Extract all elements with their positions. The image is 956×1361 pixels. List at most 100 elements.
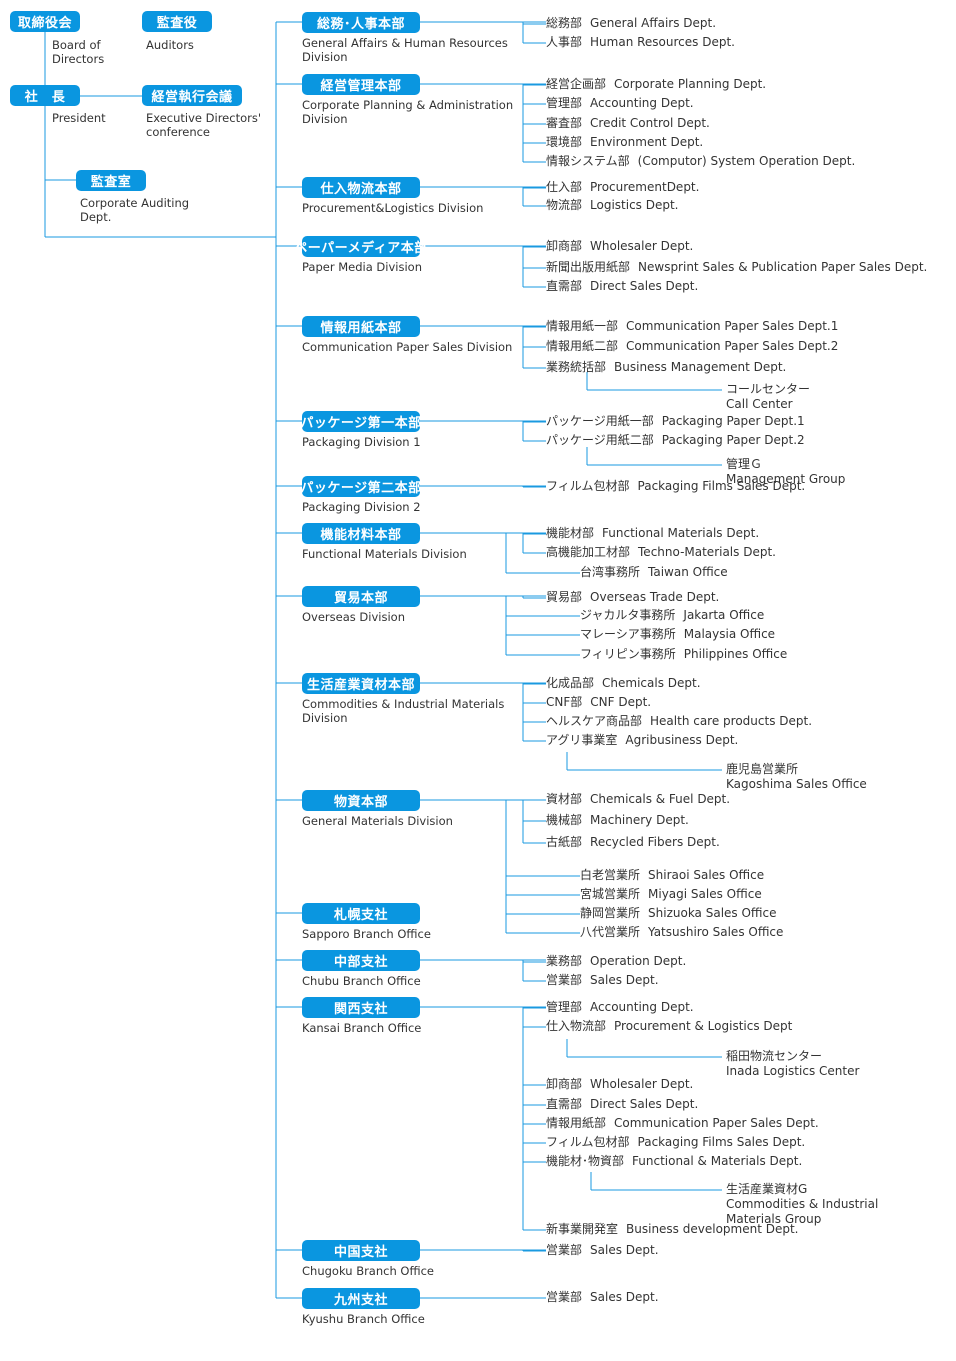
division-kansai-branch-office-label: Kansai Branch Office [302,1021,422,1035]
division-packaging-division-2-label: Packaging Division 2 [302,500,421,514]
dept-en-label: (Computor) System Operation Dept. [637,154,856,168]
division-commodities-industrial-materials-division-label: Commodities & Industrial Materials Divis… [302,697,505,725]
sub-jp-label: 生活産業資材G [726,1182,808,1196]
dept-jp-label: 機械部 [546,813,583,827]
dept-jp-label: パッケージ用紙二部 [546,433,654,447]
dept-en-label: Philippines Office [683,647,788,661]
dept-jp-label: 白老営業所 [580,868,641,882]
dept-en-label: Corporate Planning Dept. [614,77,767,91]
sub-jp-label: コールセンター [726,382,811,396]
dept-jp-label: 情報用紙一部 [546,319,619,333]
auditors-box: 監査役 [142,11,212,32]
dept-jp-label: 情報システム部 [546,154,630,168]
dept-jp-label: ジャカルタ事務所 [580,608,676,622]
division-general-materials-division-label: General Materials Division [302,814,453,828]
division-overseas-division-box: 貿易本部 [302,586,420,607]
office-philippines-office: フィリピン事務所 Philippines Office [580,647,787,662]
division-corporate-planning-administration-division-box: 経営管理本部 [302,74,420,95]
dept-jp-label: フィリピン事務所 [580,647,676,661]
dept-en-label: Communication Paper Sales Dept.2 [626,339,839,353]
dept-en-label: Yatsushiro Sales Office [648,925,784,939]
dept-jp-label: ヘルスケア商品部 [546,714,643,728]
dept-jp-label: 直需部 [546,1097,583,1111]
dept-en-label: Business development Dept. [626,1222,799,1236]
dept-computor-system-operation-dept: 情報システム部 (Computor) System Operation Dept. [546,154,855,169]
dept-jp-label: 営業部 [546,1290,583,1304]
dept-jp-label: 卸商部 [546,239,583,253]
dept-jp-label: 台湾事務所 [580,565,641,579]
dept-en-label: Business Management Dept. [614,360,787,374]
dept-en-label: Wholesaler Dept. [590,239,694,253]
dept-en-label: Recycled Fibers Dept. [590,835,720,849]
dept-jp-label: 機能材部 [546,526,595,540]
dept-en-label: Direct Sales Dept. [590,279,699,293]
president-label: President [52,111,106,125]
dept-en-label: Chemicals & Fuel Dept. [590,792,731,806]
dept-en-label: Logistics Dept. [590,198,679,212]
dept-jp-label: 貿易部 [546,590,583,604]
division-kyushu-branch-office-label: Kyushu Branch Office [302,1312,425,1326]
dept-jp-label: 管理部 [546,96,583,110]
division-commodities-industrial-materials-division-box: 生活産業資材本部 [302,673,420,694]
sub-en-label: Call Center [726,397,793,411]
dept-en-label: Packaging Paper Dept.1 [661,414,805,428]
dept-en-label: Procurement & Logistics Dept [614,1019,793,1033]
dept-jp-label: 直需部 [546,279,583,293]
dept-business-development-dept: 新事業開発室 Business development Dept. [546,1222,798,1237]
division-chubu-branch-office-box: 中部支社 [302,950,420,971]
dept-jp-label: パッケージ用紙一部 [546,414,654,428]
audit-dept-label: Corporate Auditing Dept. [80,196,190,224]
dept-packaging-paper-dept-2: パッケージ用紙二部 Packaging Paper Dept.2 [546,433,805,448]
dept-en-label: General Affairs Dept. [590,16,717,30]
dept-en-label: Packaging Paper Dept.2 [661,433,805,447]
dept-en-label: Sales Dept. [590,1243,659,1257]
dept-jp-label: 業務部 [546,954,583,968]
sub-en-label: Kagoshima Sales Office [726,777,867,791]
dept-en-label: Taiwan Office [648,565,728,579]
board-label: Board of Directors [52,38,105,66]
dept-jp-label: 新事業開発室 [546,1222,619,1236]
dept-jp-label: 宮城営業所 [580,887,641,901]
dept-en-label: Techno-Materials Dept. [638,545,776,559]
dept-en-label: Machinery Dept. [590,813,689,827]
dept-jp-label: 情報用紙二部 [546,339,619,353]
dept-jp-label: 静岡営業所 [580,906,641,920]
dept-en-label: Accounting Dept. [590,96,694,110]
dept-jp-label: 情報用紙部 [546,1116,607,1130]
dept-jp-label: 物流部 [546,198,583,212]
division-overseas-division-label: Overseas Division [302,610,405,624]
dept-wholesaler-dept: 卸商部 Wholesaler Dept. [546,239,693,254]
sub-jp-label: 稲田物流センター [726,1049,823,1063]
dept-logistics-dept: 物流部 Logistics Dept. [546,198,679,213]
conference-label: Executive Directors' conference [146,111,261,139]
division-chugoku-branch-office-box: 中国支社 [302,1240,420,1261]
dept-direct-sales-dept: 直需部 Direct Sales Dept. [546,279,698,294]
auditors-label: Auditors [146,38,194,52]
dept-jp-label: マレーシア事務所 [580,627,676,641]
division-corporate-planning-administration-division-label: Corporate Planning & Administration Divi… [302,98,514,126]
dept-en-label: Packaging Films Sales Dept. [637,479,806,493]
dept-jp-label: 新聞出版用紙部 [546,260,631,274]
sub-jp-label: 管理Ｇ [726,457,763,471]
sub-jp-label: 鹿児島営業所 [726,762,799,776]
